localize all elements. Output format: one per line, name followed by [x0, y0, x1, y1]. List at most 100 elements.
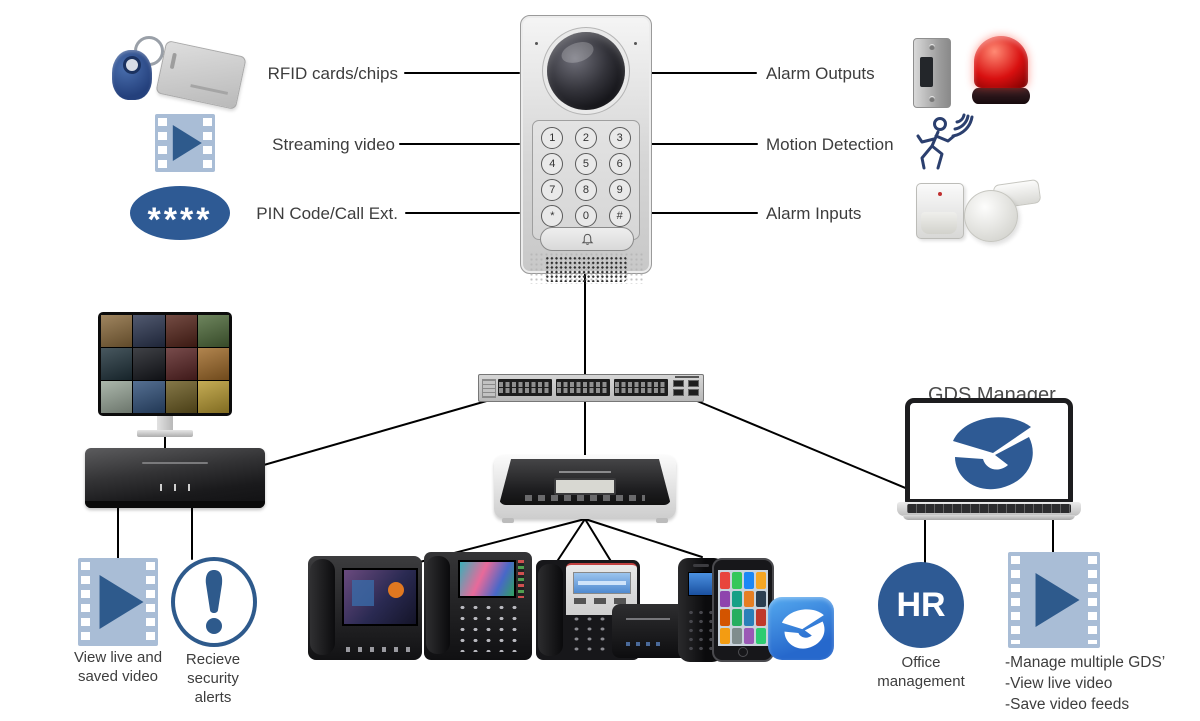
play-icon [99, 575, 144, 629]
rfid-fob-icon [112, 50, 152, 100]
smartphone-screen [718, 570, 768, 646]
switch-label-area [482, 379, 496, 398]
label-view-video: View live and saved video [73, 649, 163, 685]
port-group [498, 379, 552, 396]
handset-keypad [686, 608, 716, 652]
smartphone [712, 558, 774, 662]
camera-feed-cell [165, 315, 197, 347]
door-strike-icon [913, 38, 951, 108]
handset [538, 564, 563, 656]
door-station-device: 1 2 3 4 5 6 7 8 9 * 0 # [520, 15, 652, 284]
key-star: * [541, 205, 564, 227]
key-4: 4 [541, 153, 564, 175]
laptop-screen [905, 398, 1073, 504]
phone-touchscreen [342, 568, 418, 626]
label-alarm-outputs: Alarm Outputs [766, 64, 875, 83]
pbx-foot [502, 518, 514, 523]
hr-text: HR [896, 585, 946, 624]
app-icon [756, 572, 766, 589]
softkeys [574, 598, 628, 604]
home-button [738, 647, 748, 657]
mic-hole [535, 42, 538, 45]
feature-line: -View live video [1005, 675, 1113, 692]
alarm-siren-icon [972, 36, 1030, 106]
softkey-row [346, 647, 410, 652]
app-icon [732, 572, 742, 589]
app-icon [756, 627, 766, 644]
phone-lcd [573, 572, 631, 594]
pbx-foot [656, 518, 668, 523]
app-icon [744, 590, 754, 607]
camera-feed-cell [165, 381, 197, 413]
line-keys [518, 560, 524, 598]
screw [929, 44, 935, 50]
key-3: 3 [608, 127, 631, 149]
screw [929, 96, 935, 102]
camera-feed-cell [197, 315, 229, 347]
gds-video-icon [1008, 552, 1100, 648]
pir-sensor-icon [916, 183, 964, 239]
feature-line: -Save video feeds [1005, 696, 1130, 713]
camera-feed-cell [101, 348, 133, 380]
key-0: 0 [574, 205, 597, 227]
app-icon [744, 609, 754, 626]
key-7: 7 [541, 179, 564, 201]
label-alarm-inputs: Alarm Inputs [766, 204, 862, 223]
key-2: 2 [574, 127, 597, 149]
app-icon [756, 590, 766, 607]
app-icon [732, 590, 742, 607]
monitor-stand [157, 416, 173, 432]
nvr-leds [160, 484, 190, 491]
handset-screen [688, 572, 714, 596]
laptop-keyboard [897, 502, 1081, 516]
camera-feed-cell [133, 315, 165, 347]
security-alert-icon [171, 557, 257, 647]
sfp-ports [673, 380, 699, 396]
bell-icon [581, 233, 593, 245]
phone-color-screen [458, 560, 516, 598]
pin-stars: **** [147, 200, 213, 239]
pbx-brand [559, 471, 611, 473]
hr-office-icon: HR [878, 562, 964, 648]
label-security-alerts: Recieve security alerts [185, 651, 241, 706]
network-switch [478, 374, 704, 402]
dome-camera [547, 32, 625, 110]
play-icon [1035, 573, 1080, 627]
key-6: 6 [608, 153, 631, 175]
keypad: 1 2 3 4 5 6 7 8 9 * 0 # [540, 127, 632, 227]
pin-code-icon: **** [130, 186, 230, 240]
port-group [556, 379, 610, 396]
port-group [614, 379, 668, 396]
motion-sensor-icon [964, 178, 1042, 242]
label-office-management: Office management [877, 654, 965, 690]
app-icon [744, 627, 754, 644]
pbx-display [554, 478, 616, 495]
app-icon [720, 609, 730, 626]
phone-face [566, 563, 637, 615]
app-logo [781, 609, 825, 649]
camera-feed-cell [197, 348, 229, 380]
label-streaming: Streaming video [272, 135, 395, 154]
grandstream-app-icon [768, 597, 834, 660]
keypad-panel: 1 2 3 4 5 6 7 8 9 * 0 # [532, 120, 640, 240]
camera-feed-cell [133, 348, 165, 380]
view-video-icon [78, 558, 158, 646]
label-rfid: RFID cards/chips [267, 64, 398, 83]
key-5: 5 [574, 153, 597, 175]
nvr-device [85, 448, 265, 508]
phone-keypad [456, 602, 524, 652]
laptop-base [903, 515, 1075, 520]
switch-brand [675, 376, 699, 378]
base-leds [626, 642, 666, 646]
play-icon [172, 125, 202, 161]
camera-feed-cell [197, 381, 229, 413]
app-icon [732, 609, 742, 626]
handset [426, 556, 450, 654]
ip-pbx-device [494, 455, 676, 523]
app-icon [756, 609, 766, 626]
motion-detection-icon [916, 113, 974, 170]
camera-feed-cell [165, 348, 197, 380]
key-8: 8 [574, 179, 597, 201]
camera-feed-cell [101, 381, 133, 413]
